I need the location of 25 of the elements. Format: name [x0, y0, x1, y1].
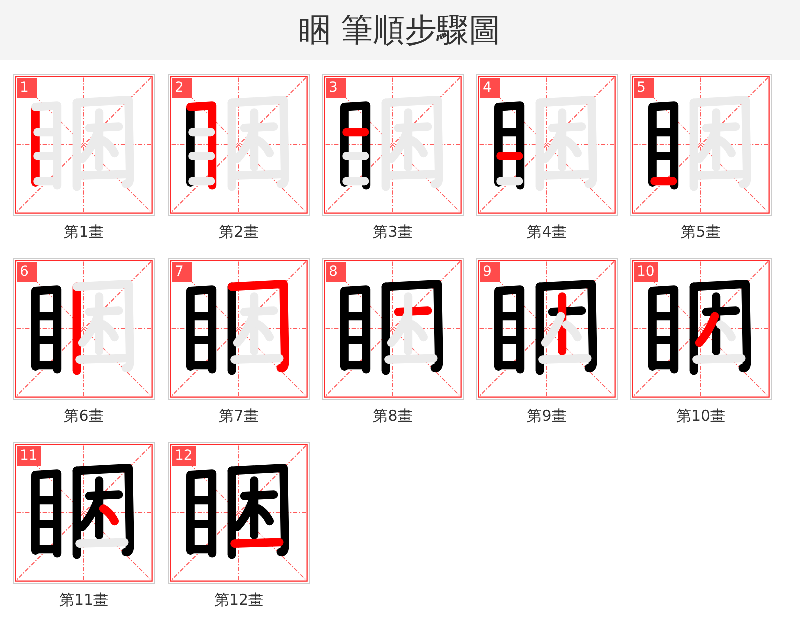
- step-number: 12: [172, 446, 196, 466]
- step-caption: 第12畫: [214, 591, 264, 609]
- step-number: 9: [480, 262, 500, 282]
- step-caption: 第2畫: [219, 223, 259, 241]
- step-number: 8: [326, 262, 346, 282]
- step-number: 5: [634, 78, 654, 98]
- page-title: 睏 筆順步驟圖: [298, 11, 502, 49]
- step-number: 4: [480, 78, 500, 98]
- step-number: 3: [326, 78, 346, 98]
- step-caption: 第8畫: [373, 407, 413, 425]
- step-caption: 第4畫: [527, 223, 567, 241]
- step-caption: 第9畫: [527, 407, 567, 425]
- step-caption: 第7畫: [219, 407, 259, 425]
- step-number: 1: [17, 78, 37, 98]
- step-caption: 第1畫: [64, 223, 104, 241]
- step-caption: 第5畫: [681, 223, 721, 241]
- step-number: 10: [634, 262, 658, 282]
- step-caption: 第10畫: [676, 407, 726, 425]
- step-number: 11: [17, 446, 41, 466]
- step-number: 6: [17, 262, 37, 282]
- step-number: 2: [172, 78, 192, 98]
- step-caption: 第3畫: [373, 223, 413, 241]
- step-caption: 第6畫: [64, 407, 104, 425]
- step-caption: 第11畫: [59, 591, 109, 609]
- step-number: 7: [172, 262, 192, 282]
